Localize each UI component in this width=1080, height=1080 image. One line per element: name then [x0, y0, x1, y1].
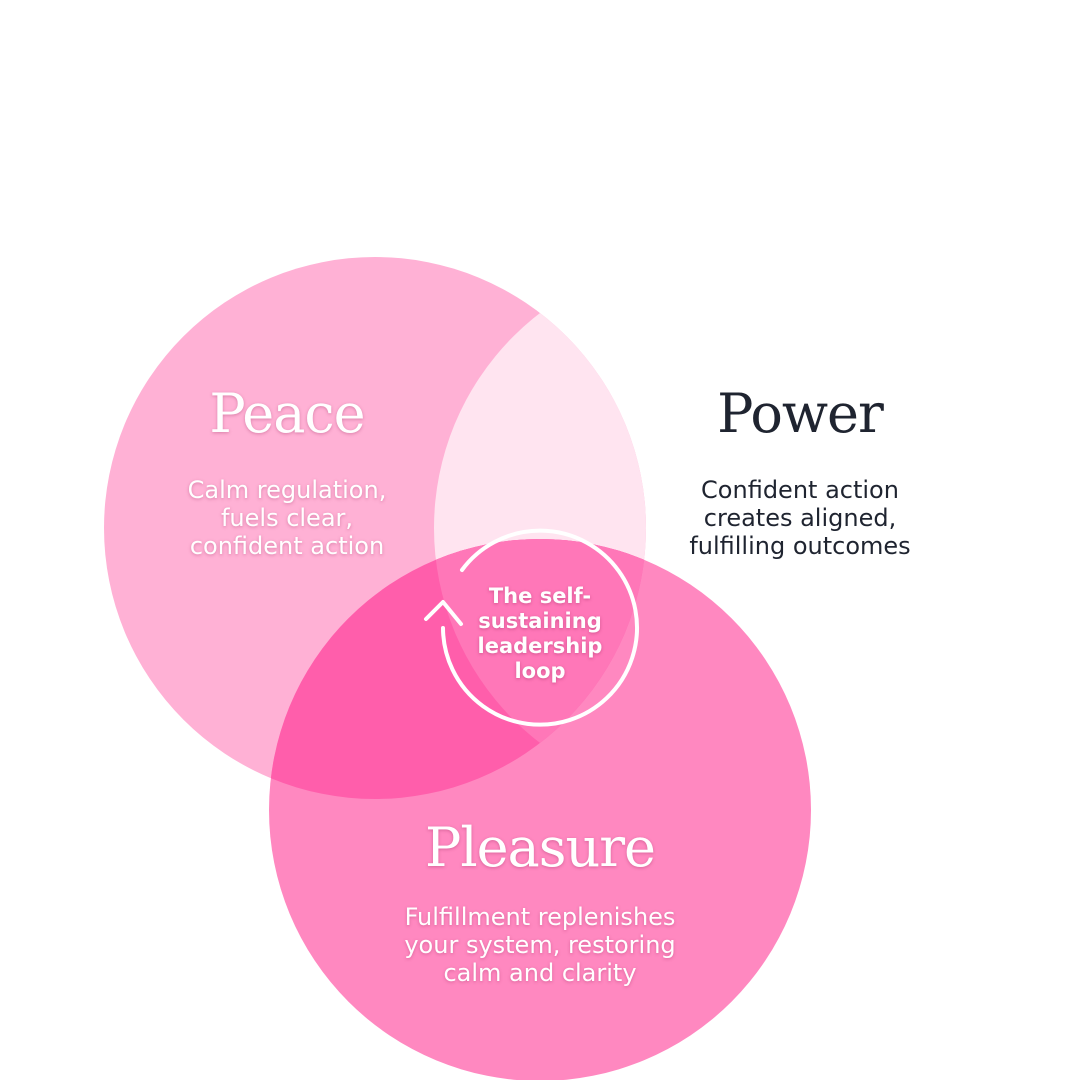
peace-line: Calm regulation, [187, 476, 387, 504]
loop-line: sustaining [478, 609, 602, 633]
circular-arrow-icon [424, 528, 639, 727]
peace-description: Calm regulation, fuels clear, confident … [147, 476, 427, 560]
pleasure-line: Fulfillment replenishes [404, 903, 676, 931]
loop-line: loop [514, 659, 566, 683]
loop-line: The self- [488, 584, 592, 608]
power-description: Confident action creates aligned, fulfil… [660, 476, 940, 560]
power-line: creates aligned, [703, 504, 897, 532]
peace-title: Peace [209, 382, 365, 445]
loop-label: The self- sustaining leadership loop [460, 584, 620, 684]
peace-pleasure-overlap [269, 539, 646, 799]
pleasure-line: your system, restoring [404, 931, 676, 959]
peace-line: fuels clear, [220, 504, 354, 532]
pleasure-line: calm and clarity [443, 959, 637, 987]
pleasure-description: Fulfillment replenishes your system, res… [360, 903, 720, 987]
power-line: fulfilling outcomes [689, 532, 911, 560]
peace-line: confident action [189, 532, 385, 560]
pleasure-title: Pleasure [424, 816, 656, 879]
loop-line: leadership [477, 634, 603, 658]
power-title: Power [717, 382, 884, 445]
power-line: Confident action [701, 476, 899, 504]
